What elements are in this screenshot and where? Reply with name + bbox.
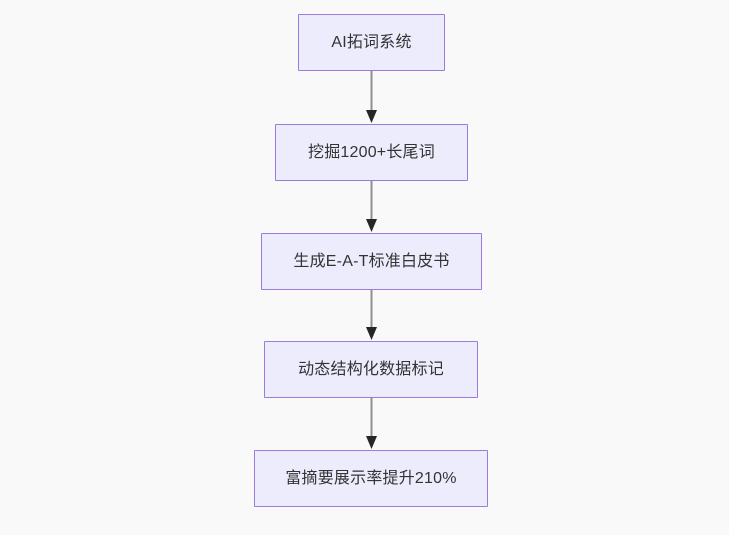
edge-node-3-to-node-4 xyxy=(366,290,377,340)
flowchart-node-2[interactable]: 挖掘1200+长尾词 xyxy=(275,124,468,181)
edge-node-4-to-node-5 xyxy=(366,398,377,449)
arrowhead-icon xyxy=(366,110,377,123)
flowchart-node-5[interactable]: 富摘要展示率提升210% xyxy=(254,450,488,507)
flowchart-node-2-label: 挖掘1200+长尾词 xyxy=(308,143,435,161)
edge-node-1-to-node-2 xyxy=(366,71,377,123)
arrowhead-icon xyxy=(366,219,377,232)
flowchart-node-3[interactable]: 生成E-A-T标准白皮书 xyxy=(261,233,482,290)
flowchart-node-4[interactable]: 动态结构化数据标记 xyxy=(264,341,478,398)
flowchart-node-1-label: AI拓词系统 xyxy=(331,33,412,51)
edge-node-2-to-node-3 xyxy=(366,181,377,232)
arrowhead-icon xyxy=(366,436,377,449)
flowchart-node-5-label: 富摘要展示率提升210% xyxy=(285,469,457,487)
arrowhead-icon xyxy=(366,327,377,340)
flowchart-node-3-label: 生成E-A-T标准白皮书 xyxy=(293,252,450,270)
flowchart-node-1[interactable]: AI拓词系统 xyxy=(298,14,445,71)
flowchart-node-4-label: 动态结构化数据标记 xyxy=(298,360,444,378)
